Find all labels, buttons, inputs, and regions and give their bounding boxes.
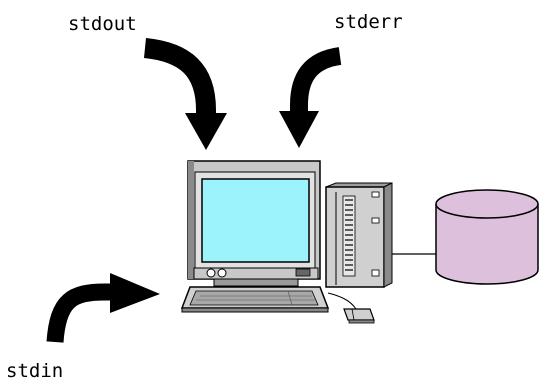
database-cylinder-icon	[435, 189, 539, 285]
stdout-arrow	[143, 38, 227, 150]
computer-icon	[187, 160, 321, 287]
tower-case-icon	[325, 182, 393, 288]
stdout-label: stdout	[68, 13, 137, 35]
stdin-label: stdin	[6, 360, 63, 381]
stdin-arrow	[46, 273, 160, 343]
mouse-icon	[327, 292, 375, 324]
stderr-arrow	[279, 47, 342, 148]
keyboard-icon	[180, 286, 330, 313]
stderr-label: stderr	[334, 11, 403, 33]
